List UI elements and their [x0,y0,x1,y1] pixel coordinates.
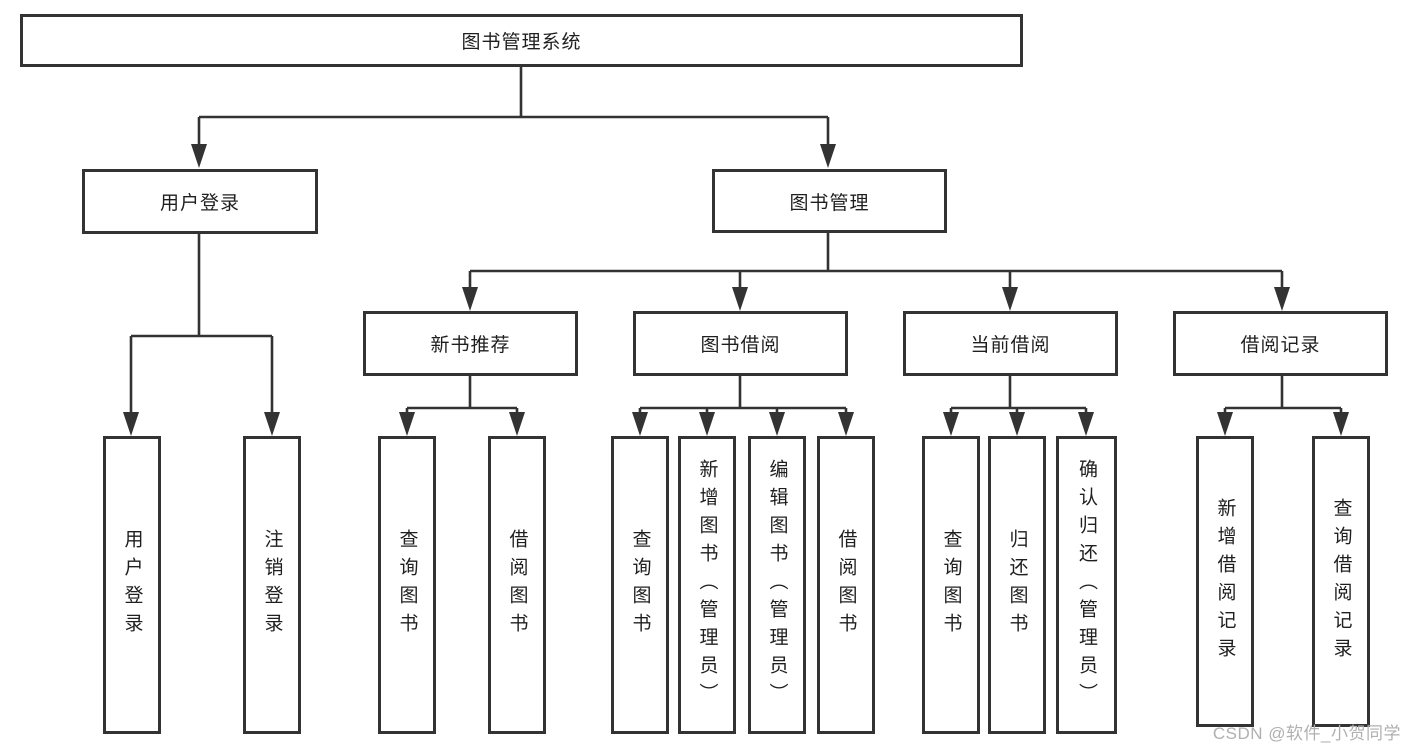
node-label: 用户登录 [159,193,240,214]
node-library-system: 图书管理系统 [20,14,1023,67]
node-label: 新书推荐 [430,335,511,356]
leaf-cb-return-book: 归还图书 [988,436,1046,734]
leaf-cb-query-book: 查询图书 [922,436,980,734]
node-label: 图书管理 [789,192,870,214]
node-borrowing-records: 借阅记录 [1173,311,1388,376]
node-label: 查询图书 [940,529,962,641]
leaf-bb-add-book-admin: 新增图书（管理员） [678,436,736,734]
leaf-rec-query-book: 查询图书 [378,436,436,734]
leaf-br-add-record: 新增借阅记录 [1196,436,1254,727]
node-label: 归还图书 [1006,529,1028,641]
node-label: 查询借阅记录 [1330,497,1352,666]
node-label: 图书借阅 [700,335,781,356]
node-label: 借阅图书 [506,529,528,641]
node-new-book-recommend: 新书推荐 [363,311,578,376]
leaf-rec-borrow-book: 借阅图书 [488,436,546,734]
leaf-logout: 注销登录 [243,436,301,734]
leaf-bb-borrow-book: 借阅图书 [817,436,875,734]
leaf-bb-edit-book-admin: 编辑图书（管理员） [748,436,806,734]
leaf-br-query-record: 查询借阅记录 [1312,436,1370,727]
leaf-cb-confirm-return-admin: 确认归还（管理员） [1056,436,1117,734]
node-current-borrowing: 当前借阅 [903,311,1118,376]
leaf-user-login: 用户登录 [103,436,161,734]
node-label: 新增借阅记录 [1214,497,1236,666]
node-label: 借阅记录 [1240,335,1321,356]
connector-lines [129,67,1343,414]
node-label: 新增图书（管理员） [696,459,718,711]
node-label: 图书管理系统 [461,32,582,53]
node-label: 确认归还（管理员） [1076,459,1097,711]
arrowheads [123,144,1349,436]
node-user-login-module: 用户登录 [82,169,318,234]
node-label: 查询图书 [629,529,651,641]
node-label: 借阅图书 [835,529,857,641]
node-label: 查询图书 [396,529,418,641]
node-book-management: 图书管理 [712,169,947,233]
node-book-borrowing: 图书借阅 [633,311,848,376]
node-label: 当前借阅 [970,335,1051,356]
node-label: 注销登录 [261,529,283,641]
leaf-bb-query-book: 查询图书 [611,436,669,734]
csdn-watermark: CSDN @软件_小贺同学 [1212,724,1401,743]
node-label: 用户登录 [121,529,143,641]
node-label: 编辑图书（管理员） [766,459,788,711]
